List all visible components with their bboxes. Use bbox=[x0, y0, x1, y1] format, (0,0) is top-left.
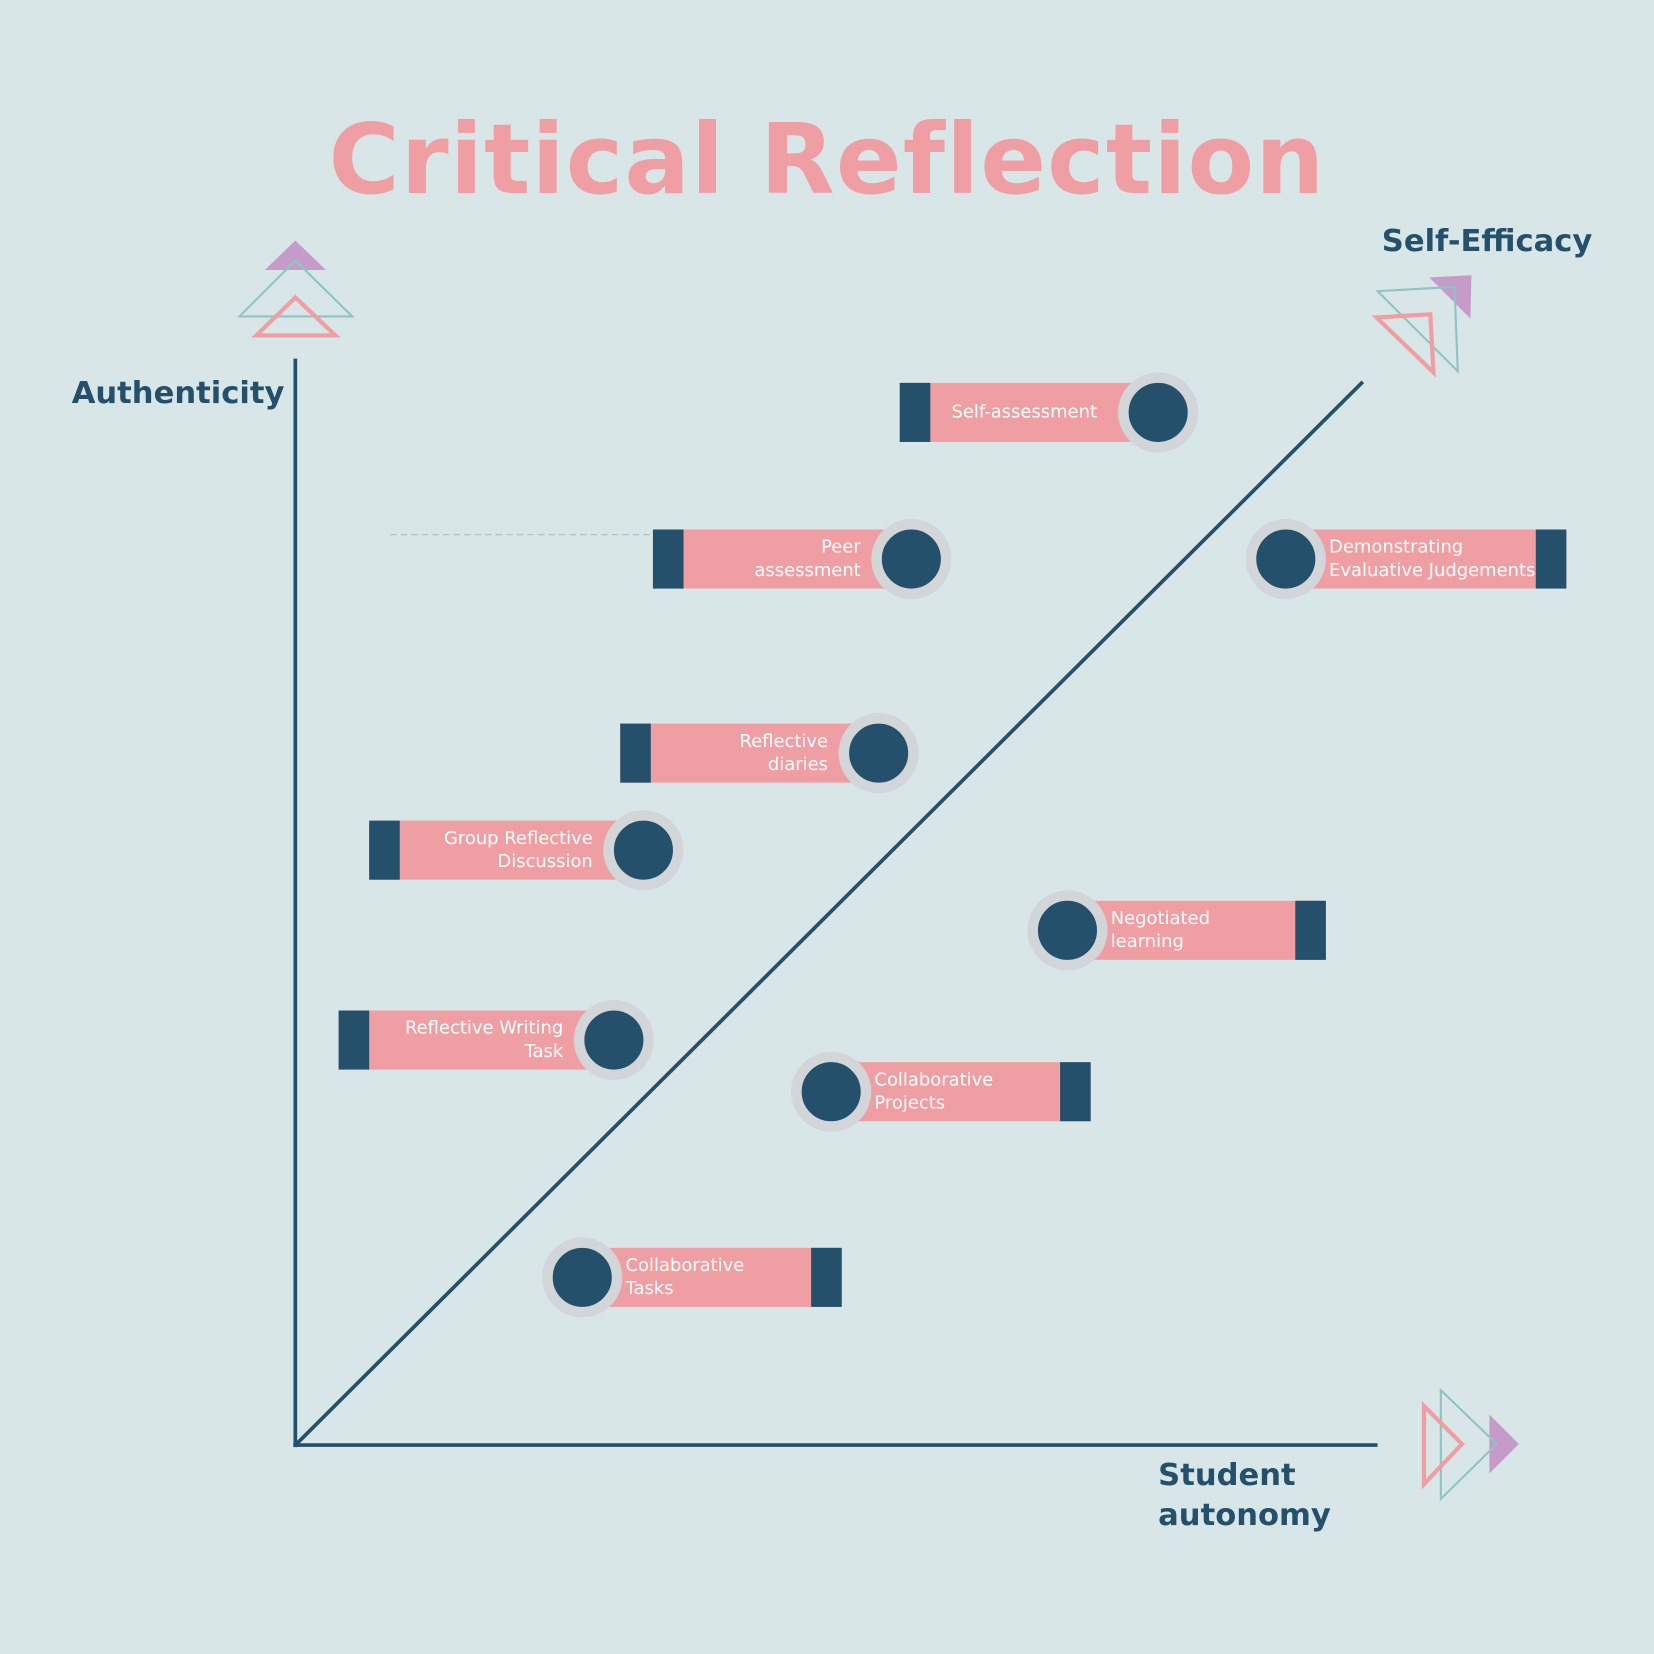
card-cap bbox=[811, 1247, 842, 1307]
triangle-stack-right-icon bbox=[1421, 1387, 1519, 1502]
item-marker-collaborative-projects bbox=[791, 1051, 872, 1132]
card-cap bbox=[1295, 900, 1326, 960]
card-cap bbox=[652, 529, 684, 589]
item-label: Collaborative Tasks bbox=[625, 1255, 745, 1300]
y-axis-label: Authenticity bbox=[71, 374, 285, 411]
page-title: Critical Reflection bbox=[328, 103, 1326, 217]
item-marker-self-assessment bbox=[1118, 372, 1199, 453]
item-label: Reflective Writing Task bbox=[404, 1017, 564, 1063]
card-cap bbox=[620, 723, 651, 783]
card-cap bbox=[369, 820, 400, 880]
item-label: Self-assessment bbox=[951, 401, 1097, 423]
card-cap bbox=[899, 382, 931, 442]
item-label: Negotiated learning bbox=[1110, 908, 1210, 953]
item-self-assessment: Self-assessment bbox=[899, 382, 1159, 442]
item-negotiated-learning: Negotiated learning bbox=[1067, 900, 1326, 960]
card-cap bbox=[1060, 1062, 1091, 1122]
item-reflective-writing-task: Reflective Writing Task bbox=[338, 1010, 614, 1070]
item-marker-peer-assessment bbox=[871, 518, 952, 600]
item-marker-reflective-diaries bbox=[838, 713, 919, 794]
item-label: Reflective diaries bbox=[739, 730, 829, 776]
item-marker-demonstrating-evaluative-judgements bbox=[1245, 518, 1326, 600]
item-marker-negotiated-learning bbox=[1027, 890, 1108, 971]
item-marker-reflective-writing-task bbox=[573, 999, 654, 1081]
triangle-stack-diagonal-icon bbox=[1371, 275, 1472, 378]
item-marker-collaborative-tasks bbox=[542, 1237, 623, 1318]
item-label: Peer assessment bbox=[754, 536, 861, 582]
card-cap bbox=[338, 1010, 370, 1070]
card-cap bbox=[1535, 529, 1567, 589]
item-label: Collaborative Projects bbox=[874, 1069, 994, 1114]
item-group-reflective-discussion: Group Reflective Discussion bbox=[369, 820, 644, 880]
item-collaborative-tasks: Collaborative Tasks bbox=[582, 1247, 842, 1307]
item-peer-assessment: Peer assessment bbox=[652, 529, 912, 589]
triangle-stack-up-icon bbox=[236, 240, 355, 338]
item-demonstrating-evaluative-judgements: Demonstrating Evaluative Judgements bbox=[1285, 529, 1567, 589]
x-axis-label: Student autonomy bbox=[1158, 1456, 1331, 1533]
diagonal-label: Self-Efficacy bbox=[1381, 222, 1593, 259]
item-label: Group Reflective Discussion bbox=[443, 828, 593, 873]
self-efficacy-diagonal bbox=[295, 380, 1365, 1446]
item-marker-group-reflective-discussion bbox=[603, 810, 684, 891]
item-reflective-diaries: Reflective diaries bbox=[620, 723, 879, 783]
item-collaborative-projects: Collaborative Projects bbox=[831, 1062, 1091, 1122]
item-label: Demonstrating Evaluative Judgements bbox=[1329, 536, 1536, 582]
